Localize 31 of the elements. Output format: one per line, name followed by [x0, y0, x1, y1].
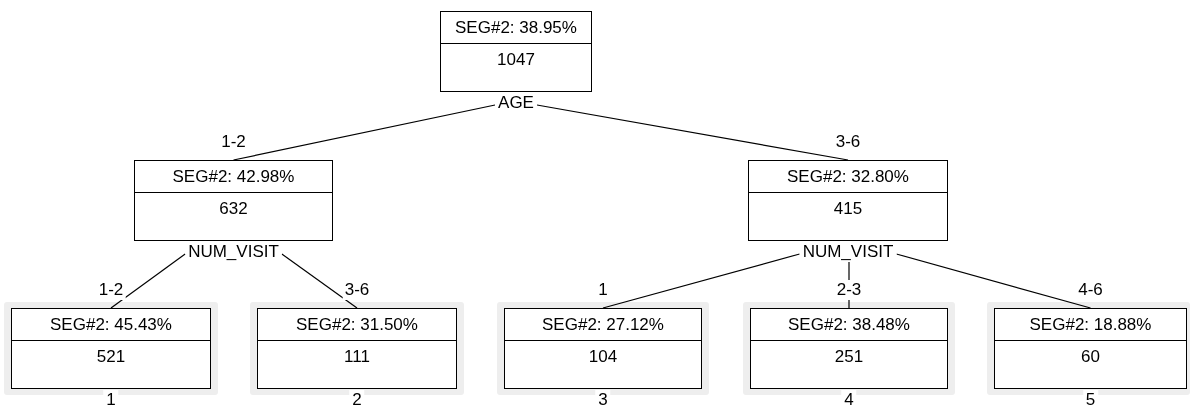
- leaf-node-box: [750, 308, 948, 389]
- tree-branch-line: [602, 253, 801, 309]
- split-node-box: [748, 160, 948, 241]
- segment-percentage: SEG#2: 38.48%: [788, 314, 910, 336]
- segment-percentage: SEG#2: 38.95%: [455, 17, 577, 39]
- split-node-box: [134, 160, 333, 241]
- record-count: 111: [344, 346, 370, 368]
- record-count: 104: [588, 346, 618, 368]
- leaf-node-box: [257, 308, 457, 389]
- split-node-box: [440, 11, 592, 92]
- leaf-node-box: [504, 308, 702, 389]
- segment-percentage: SEG#2: 45.43%: [50, 314, 172, 336]
- record-count: 521: [96, 346, 126, 368]
- segment-percentage: SEG#2: 18.88%: [1029, 314, 1152, 336]
- record-count: 632: [219, 198, 248, 220]
- record-count: 60: [1081, 346, 1100, 368]
- tree-branch-line: [895, 253, 1092, 309]
- segment-percentage: SEG#2: 27.12%: [542, 314, 664, 336]
- leaf-node-box: [11, 308, 211, 389]
- record-count: 415: [833, 198, 863, 220]
- record-count: 1047: [497, 49, 535, 71]
- leaf-node-box: [994, 308, 1187, 389]
- segment-percentage: SEG#2: 31.50%: [296, 314, 418, 336]
- tree-branch-line: [281, 253, 358, 309]
- edge-label: 3-6: [342, 280, 372, 300]
- tree-branch-line: [110, 253, 186, 309]
- segment-percentage: SEG#2: 32.80%: [787, 166, 909, 188]
- segment-percentage: SEG#2: 42.98%: [172, 166, 295, 188]
- split-variable-label: NUM_VISIT: [185, 242, 282, 262]
- edge-label: 2-3: [834, 280, 864, 300]
- record-count: 251: [834, 346, 864, 368]
